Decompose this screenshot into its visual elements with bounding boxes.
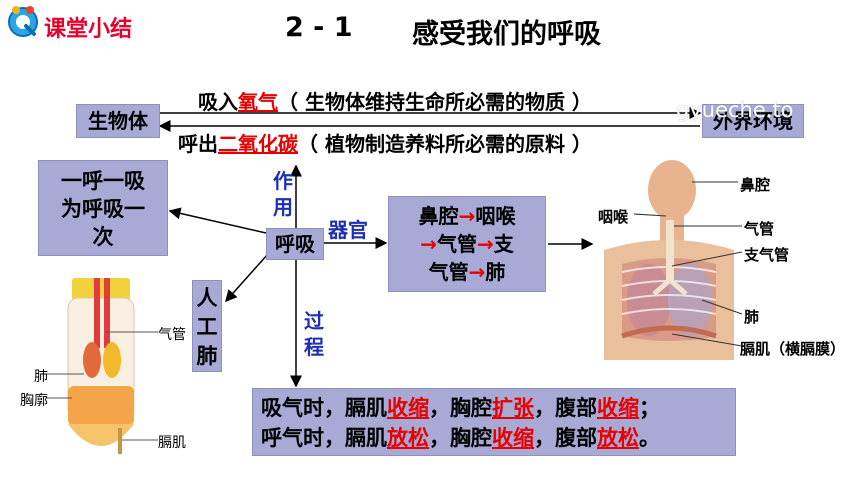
respiratory-anatomy-image bbox=[594, 160, 744, 360]
organ-lung: 肺 bbox=[485, 260, 506, 284]
model-label-lung: 肺 bbox=[34, 369, 48, 385]
process-inhale: 吸气时，膈肌收缩，胸腔扩张，腹部收缩； bbox=[261, 393, 727, 423]
organ-arrow: → bbox=[420, 232, 437, 256]
inhale-line: 吸入氧气（ 生物体维持生命所必需的物质 ） bbox=[198, 86, 592, 115]
exhale-prefix: 呼出 bbox=[178, 132, 218, 156]
environment-box: 外界环境 bbox=[702, 104, 804, 138]
organ-bronchus-part: 支 bbox=[493, 232, 514, 256]
artificial-lung-box: 人工肺 bbox=[192, 280, 222, 372]
process-highlight: 收缩 bbox=[597, 396, 639, 420]
model-label-diaphragm: 膈肌 bbox=[158, 435, 186, 451]
process-highlight: 收缩 bbox=[387, 396, 429, 420]
process-label: 过程 bbox=[304, 309, 324, 359]
anatomy-label-lung: 肺 bbox=[744, 308, 760, 326]
organ-pharynx: 咽喉 bbox=[475, 204, 516, 228]
organ-nasal: 鼻腔 bbox=[418, 204, 459, 228]
inhale-gas: 氧气 bbox=[238, 90, 278, 114]
organ-bronchus-rest: 气管 bbox=[428, 260, 469, 284]
logo-icon bbox=[6, 4, 40, 38]
organism-box: 生物体 bbox=[76, 104, 160, 138]
anatomy-label-trachea: 气管 bbox=[744, 220, 775, 238]
organ-sequence-box: 鼻腔→咽喉 →气管→支 气管→肺 bbox=[388, 196, 546, 292]
exhale-gas: 二氧化碳 bbox=[218, 132, 298, 156]
lung-model-image bbox=[30, 278, 210, 468]
breath-once-box: 一呼一吸为呼吸一次 bbox=[38, 160, 168, 256]
model-label-chest: 胸廓 bbox=[20, 393, 48, 409]
process-highlight: 扩张 bbox=[492, 396, 534, 420]
anatomy-label-bronchus: 支气管 bbox=[744, 246, 790, 264]
process-text: ，胸腔 bbox=[429, 426, 492, 450]
organ-arrow: → bbox=[477, 232, 494, 256]
inhale-prefix: 吸入 bbox=[198, 90, 238, 114]
page-title: 感受我们的呼吸 bbox=[412, 19, 601, 50]
organ-label: 器官 bbox=[328, 218, 368, 242]
anatomy-label-nasal: 鼻腔 bbox=[740, 176, 771, 194]
exhale-note: （ 植物制造养料所必需的原料 ） bbox=[298, 132, 592, 156]
inhale-note: （ 生物体维持生命所必需的物质 ） bbox=[278, 90, 592, 114]
anatomy-label-diaphragm: 膈肌（横膈膜） bbox=[740, 340, 846, 358]
function-label: 作用 bbox=[273, 169, 293, 219]
process-text: ； bbox=[639, 396, 660, 420]
watermark-text: gyueche.to bbox=[676, 98, 794, 122]
model-label-trachea: 气管 bbox=[158, 327, 186, 343]
process-exhale: 呼气时，膈肌放松，胸腔收缩，腹部放松。 bbox=[261, 423, 727, 453]
section-title: 课堂小结 bbox=[44, 17, 133, 42]
breath-box: 呼吸 bbox=[266, 228, 324, 260]
exhale-line: 呼出二氧化碳（ 植物制造养料所必需的原料 ） bbox=[178, 128, 592, 157]
process-box: 吸气时，膈肌收缩，胸腔扩张，腹部收缩； 呼气时，膈肌放松，胸腔收缩，腹部放松。 bbox=[252, 388, 736, 456]
process-text: 吸气时，膈肌 bbox=[261, 396, 387, 420]
process-text: ，腹部 bbox=[534, 396, 597, 420]
process-highlight: 收缩 bbox=[492, 426, 534, 450]
organ-arrow: → bbox=[468, 260, 486, 284]
anatomy-label-pharynx: 咽喉 bbox=[598, 208, 629, 226]
process-text: 。 bbox=[639, 426, 660, 450]
process-text: ，胸腔 bbox=[429, 396, 492, 420]
process-text: 呼气时，膈肌 bbox=[261, 426, 387, 450]
organ-trachea: 气管 bbox=[437, 232, 477, 256]
process-highlight: 放松 bbox=[387, 426, 429, 450]
lesson-number: 2 - 1 bbox=[285, 12, 353, 43]
process-text: ，腹部 bbox=[534, 426, 597, 450]
organ-arrow: → bbox=[458, 204, 476, 228]
process-highlight: 放松 bbox=[597, 426, 639, 450]
